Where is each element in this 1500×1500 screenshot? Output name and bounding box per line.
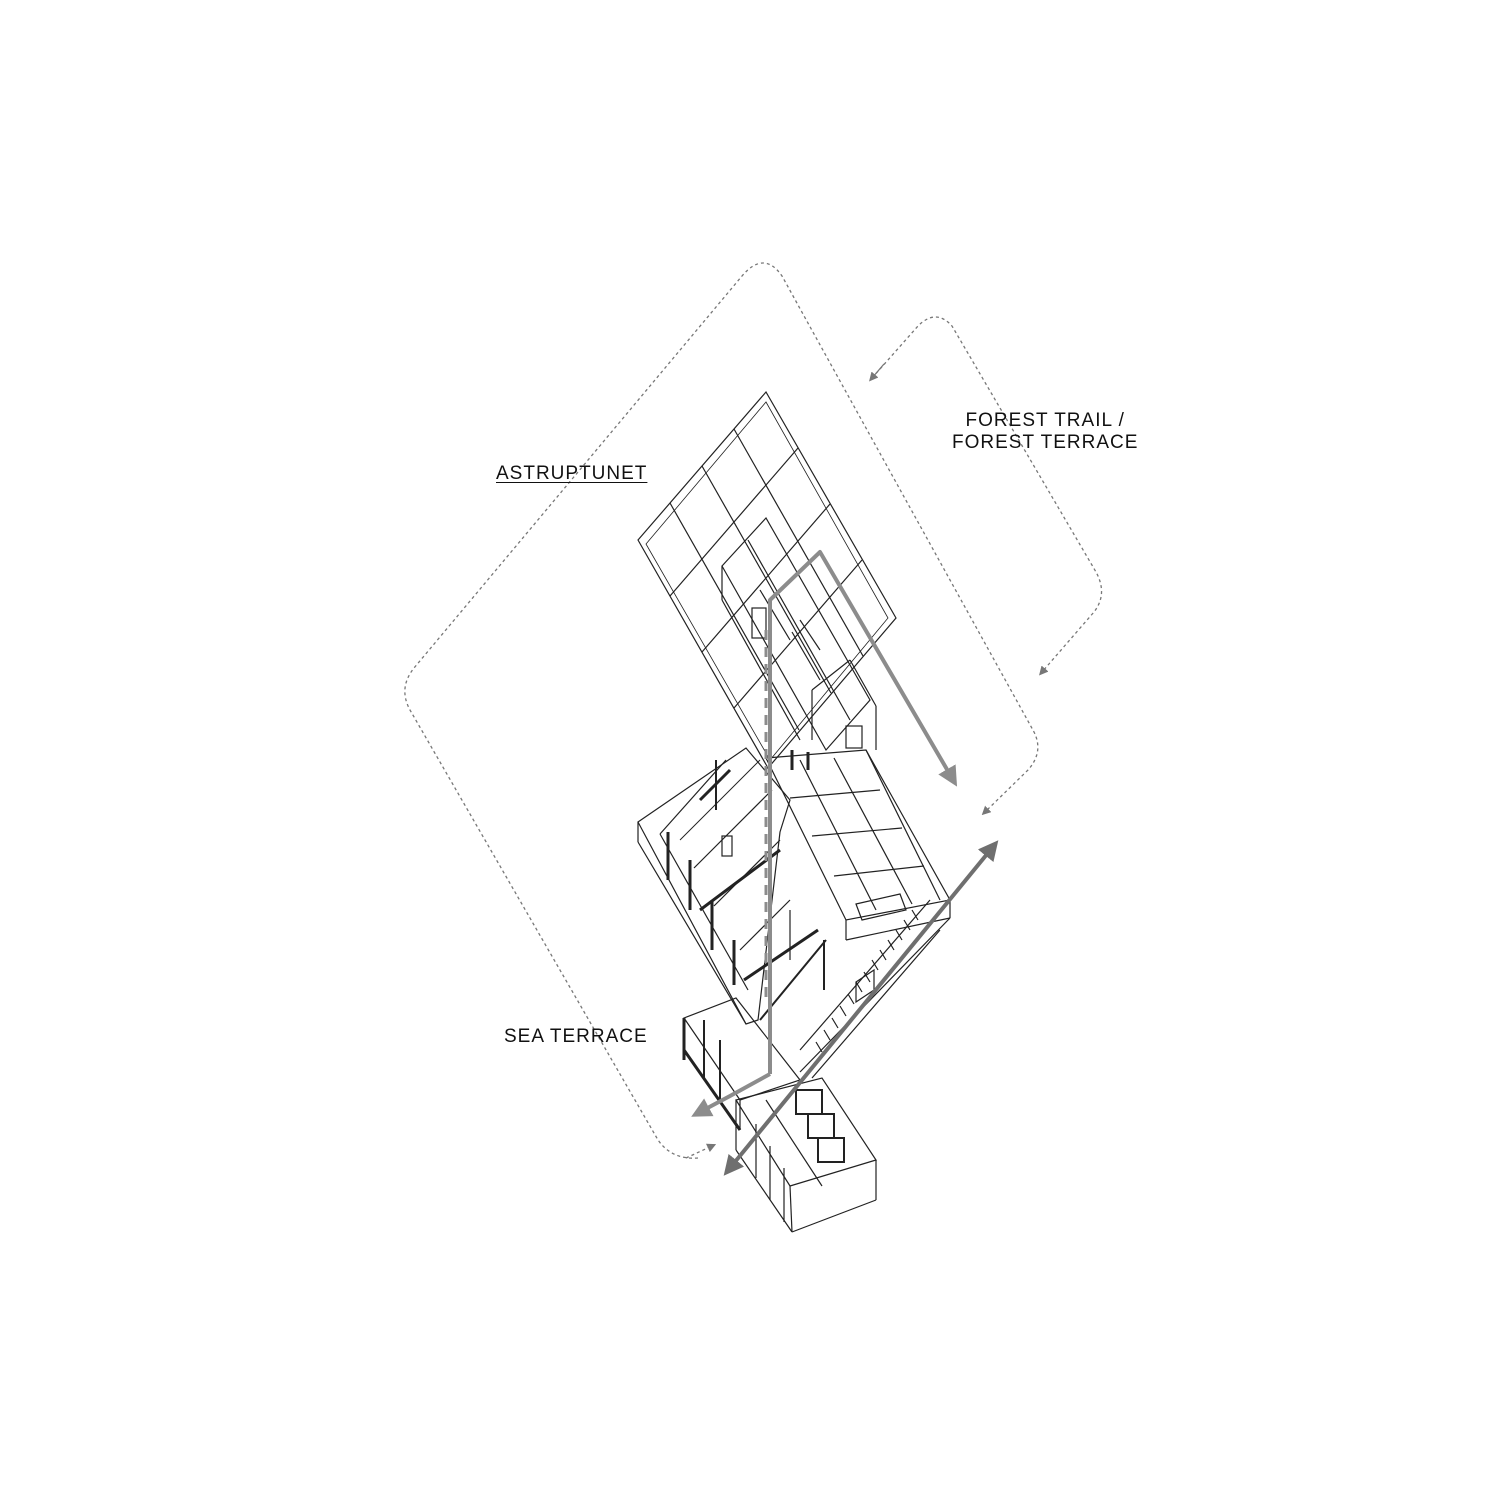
upper-core-block: [721, 516, 877, 752]
label-sea-terrace: SEA TERRACE: [504, 1026, 648, 1047]
astruptunet-dashed-loop: [404, 262, 1039, 1159]
main-gallery-volume: [637, 747, 827, 1025]
label-astruptunet: ASTRUPTUNET: [496, 463, 648, 484]
ramp-circulation-arrow: [723, 840, 999, 1176]
label-forest-trail: FOREST TRAIL / FOREST TERRACE: [952, 410, 1138, 454]
right-room-block: [765, 749, 951, 941]
forest-trail-dashed-arrow-start: [869, 363, 885, 382]
bottom-wing: [735, 1077, 877, 1233]
circulation-path-gray: [768, 550, 958, 1074]
label-forest-trail-line1: FOREST TRAIL /: [965, 410, 1125, 431]
roof-grid: [637, 390, 897, 770]
forest-trail-dashed-loop: [871, 316, 1103, 676]
label-forest-trail-line2: FOREST TERRACE: [952, 432, 1139, 453]
sea-terrace-dashed-arrow: [685, 1143, 717, 1159]
